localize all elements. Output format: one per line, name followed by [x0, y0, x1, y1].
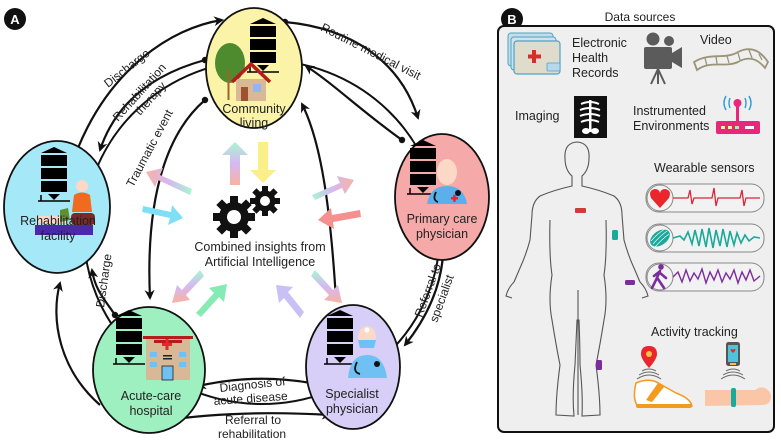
sneaker-icon — [633, 379, 693, 408]
center-label-line1: Combined insights from — [194, 240, 325, 254]
arm-sensor — [612, 230, 618, 240]
edge-traumatic-event — [144, 96, 209, 300]
label-referral-rehab-1: Referral to — [225, 413, 281, 427]
label-diagnosis-2: acute disease — [213, 389, 288, 408]
wrist-sensor — [625, 280, 635, 285]
wristband-icon — [705, 387, 772, 407]
arrow-to-primary — [312, 176, 354, 200]
node-community-line2: living — [240, 116, 269, 130]
ehr-label-3: Records — [572, 66, 619, 80]
arrow-from-acute — [196, 284, 227, 317]
muscle-icon — [650, 228, 670, 248]
center-label-line2: Artificial Intelligence — [205, 255, 316, 269]
label-discharge-left: Discharge — [93, 253, 114, 309]
label-referral-rehab-2: rehabilitation — [218, 427, 286, 441]
gears-icon — [213, 186, 280, 238]
node-primary-line2: physician — [416, 227, 468, 241]
chest-sensor — [575, 208, 586, 213]
ecg-sensor-card — [645, 183, 765, 213]
panel-b-badge: B — [501, 8, 523, 30]
house-icon — [230, 61, 272, 101]
rehab-therapy-icon — [35, 180, 95, 235]
instrumented-label-1: Instrumented — [633, 104, 706, 118]
data-sources-box — [497, 25, 775, 433]
node-acute-care-hospital[interactable]: Acute-care hospital — [92, 306, 206, 434]
arrow-from-rehab — [142, 205, 183, 225]
smartphone-icon — [726, 342, 740, 366]
imaging-label: Imaging — [515, 109, 560, 123]
svg-text:B: B — [507, 12, 516, 27]
data-sources-title: Data sources — [605, 10, 676, 24]
xray-icon — [574, 96, 607, 138]
ehr-folder-icon — [507, 32, 561, 75]
panel-a-badge: A — [4, 8, 26, 30]
instrumented-label-2: Environments — [633, 119, 709, 133]
edge-specialist-to-community — [301, 102, 338, 301]
label-diagnosis-1: Diagnosis of — [219, 374, 287, 395]
node-primary-care-physician[interactable]: Primary care physician — [394, 133, 490, 261]
node-rehab-line1: Rehabilitation — [20, 214, 96, 228]
edge-diagnosis — [196, 377, 315, 390]
arrow-from-primary — [318, 208, 361, 229]
walking-person-icon — [650, 264, 668, 290]
arrow-to-community — [222, 142, 248, 185]
edge-acute-to-rehab — [53, 281, 101, 406]
node-specialist-line2: physician — [326, 402, 378, 416]
node-community-living[interactable]: Community living — [205, 7, 303, 130]
video-label: Video — [700, 33, 732, 47]
location-pin-icon — [641, 346, 657, 368]
node-rehabilitation-facility[interactable]: Rehabilitation facility — [3, 140, 111, 274]
hospital-icon — [143, 336, 193, 381]
edge-routine-visit — [281, 18, 421, 120]
arrow-to-rehab — [146, 168, 192, 195]
ehr-label-2: Health — [572, 51, 608, 65]
node-specialist-line1: Specialist — [325, 387, 379, 401]
node-acute-line2: hospital — [129, 404, 172, 418]
human-body-figure — [505, 141, 649, 417]
arrow-from-specialist — [276, 285, 304, 318]
edge-referral-specialist — [403, 252, 447, 347]
panel-b: B Data sources Electronic Health Records… — [497, 8, 775, 433]
emg-sensor-card — [645, 223, 765, 253]
tree-icon — [215, 43, 245, 100]
heart-icon — [650, 189, 670, 208]
edge-rehab-therapy — [97, 56, 209, 152]
router-icon — [716, 95, 760, 134]
panel-a: A Discharge Rehabilitation therapy Traum… — [3, 7, 490, 441]
node-acute-line1: Acute-care — [121, 389, 181, 403]
video-camera-icon — [644, 32, 682, 85]
node-rehab-line2: facility — [41, 229, 76, 243]
edge-primary-to-community — [304, 64, 406, 144]
activity-tracking-title: Activity tracking — [651, 325, 738, 339]
arrow-from-community — [250, 142, 276, 183]
signal-waves-wrist — [720, 368, 746, 380]
specialist-icon — [348, 326, 387, 378]
gait-sensor-card — [645, 262, 765, 292]
node-community-line1: Community — [222, 102, 286, 116]
doctor-icon — [427, 159, 467, 204]
ai-flow-arrows — [142, 142, 361, 318]
wearable-sensors-title: Wearable sensors — [654, 161, 755, 175]
arrow-to-specialist — [311, 270, 342, 303]
edge-discharge-left — [88, 268, 119, 319]
signal-waves-shoe — [636, 368, 662, 380]
node-specialist-physician[interactable]: Specialist physician — [305, 304, 401, 430]
arrow-to-acute — [172, 270, 204, 303]
leg-sensor — [596, 360, 602, 370]
label-routine-visit: Routine medical visit — [319, 20, 424, 83]
film-strip-icon — [692, 48, 770, 72]
node-primary-line1: Primary care — [407, 212, 478, 226]
ehr-label-1: Electronic — [572, 36, 627, 50]
svg-text:A: A — [10, 12, 20, 27]
